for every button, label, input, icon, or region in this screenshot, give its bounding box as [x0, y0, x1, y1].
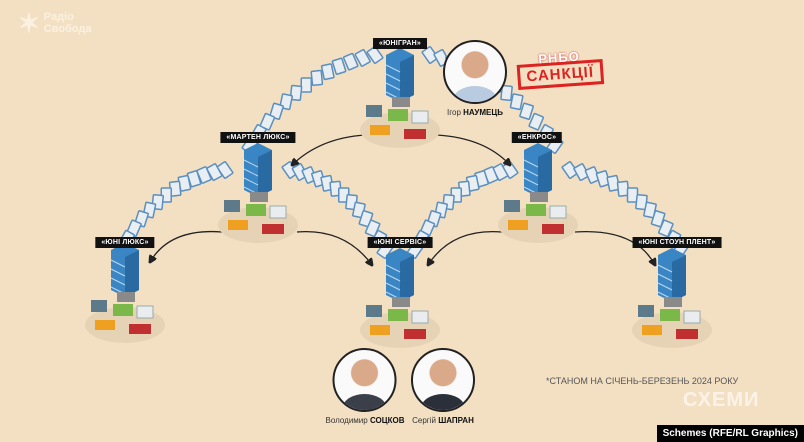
truck-red-icon: [404, 329, 426, 339]
warehouse-icon: [91, 300, 107, 312]
office-building-icon: [385, 48, 414, 102]
banknote-icon: [650, 210, 666, 228]
credit-caption: Schemes (RFE/RL Graphics): [656, 425, 804, 442]
warehouse-icon: [224, 200, 240, 212]
truck-red-icon: [262, 224, 284, 234]
last-name: ШАПРАН: [438, 416, 474, 425]
avatar: [443, 40, 507, 104]
company-cluster-uni-service: [360, 248, 440, 348]
machine-icon: [664, 297, 682, 307]
stone-block-icon: [411, 110, 429, 124]
office-building-icon: [385, 248, 414, 302]
truck-orange-icon: [370, 125, 390, 135]
banknote-icon: [528, 112, 545, 131]
logo-figure-icon: ✶: [18, 8, 40, 38]
machine-icon: [392, 297, 410, 307]
last-name: СОЦКОВ: [369, 416, 405, 425]
truck-red-icon: [676, 329, 698, 339]
truck-orange-icon: [642, 325, 662, 335]
quarry-block-icon: [113, 304, 133, 316]
arrow-enkros-uniservice: [428, 230, 503, 265]
first-name: Володимир: [325, 416, 368, 425]
person-naumets: Ігор НАУМЕЦЬ: [443, 40, 507, 117]
arrow-marten-uniservice: [296, 230, 372, 265]
banknote-icon: [366, 46, 384, 64]
warehouse-icon: [504, 200, 520, 212]
banknote-icon: [310, 69, 324, 87]
truck-orange-icon: [95, 320, 115, 330]
machine-icon: [530, 192, 548, 202]
company-cluster-unigran: [360, 48, 440, 148]
truck-orange-icon: [508, 220, 528, 230]
logo-line2: Свобода: [43, 23, 92, 35]
warehouse-icon: [366, 105, 382, 117]
banknote-icon: [331, 57, 347, 75]
machine-icon: [117, 292, 135, 302]
company-label-uni-stone-plant: «ЮНІ СТОУН ПЛЕНТ»: [632, 237, 722, 248]
last-name: НАУМЕЦЬ: [463, 108, 503, 117]
quarry-block-icon: [246, 204, 266, 216]
arrow-unigran-enkros: [436, 134, 510, 165]
company-cluster-uni-stone: [632, 248, 712, 348]
truck-red-icon: [404, 129, 426, 139]
stone-block-icon: [269, 205, 287, 219]
money-flow-0: [241, 46, 384, 154]
banknote-icon: [289, 84, 303, 102]
banknote-icon: [300, 77, 312, 93]
stone-block-icon: [683, 310, 701, 324]
arrow-marten-unilux: [150, 230, 223, 262]
warehouse-icon: [366, 305, 382, 317]
arrow-enkros-unistone: [574, 230, 655, 265]
banknote-icon: [320, 63, 335, 81]
first-name: Ігор: [447, 108, 461, 117]
quarry-block-icon: [660, 309, 680, 321]
office-building-icon: [523, 143, 552, 197]
truck-orange-icon: [370, 325, 390, 335]
company-label-marten-lux: «МАРТЕН ЛЮКС»: [220, 132, 296, 143]
banknote-icon: [342, 52, 359, 71]
company-label-uni-service: «ЮНІ СЕРВІС»: [367, 237, 433, 248]
stone-block-icon: [411, 310, 429, 324]
quarry-block-icon: [388, 309, 408, 321]
banknote-icon: [421, 46, 439, 64]
quarry-block-icon: [388, 109, 408, 121]
banknote-icon: [509, 93, 524, 111]
office-building-icon: [657, 248, 686, 302]
date-note: *СТАНОМ НА СІЧЕНЬ-БЕРЕЗЕНЬ 2024 РОКУ: [546, 376, 739, 386]
company-cluster-marten: [218, 143, 298, 243]
warehouse-icon: [638, 305, 654, 317]
quarry-block-icon: [526, 204, 546, 216]
company-cluster-uni-lux: [85, 243, 165, 343]
banknote-icon: [500, 84, 513, 102]
truck-red-icon: [542, 224, 564, 234]
banknote-icon: [561, 161, 579, 179]
person-shapran: Сергій ШАПРАН: [411, 348, 475, 425]
company-cluster-enkros: [498, 143, 578, 243]
machine-icon: [392, 97, 410, 107]
company-label-uni-lux: «ЮНІ ЛЮКС»: [95, 237, 155, 248]
stone-block-icon: [136, 305, 154, 319]
truck-red-icon: [129, 324, 151, 334]
schemes-brand-logo: СХЕМИ: [683, 389, 760, 411]
banknote-icon: [519, 102, 534, 120]
office-building-icon: [243, 143, 272, 197]
stone-block-icon: [549, 205, 567, 219]
banknote-icon: [354, 48, 371, 67]
first-name: Сергій: [412, 416, 436, 425]
machine-icon: [250, 192, 268, 202]
logo-line1: Радіо: [43, 11, 74, 23]
office-building-icon: [110, 243, 139, 297]
banknote-icon: [658, 219, 674, 238]
company-label-unigran: «ЮНІГРАН»: [373, 38, 427, 49]
avatar: [411, 348, 475, 412]
avatar: [333, 348, 397, 412]
person-sotskov: Володимир СОЦКОВ: [325, 348, 405, 425]
company-label-enkros: «ЕНКРОС»: [511, 132, 563, 143]
arrow-unigran-marten: [292, 134, 366, 165]
truck-orange-icon: [228, 220, 248, 230]
nsdc-sanctions-stamp: РНБО САНКЦІЇ: [516, 47, 604, 90]
